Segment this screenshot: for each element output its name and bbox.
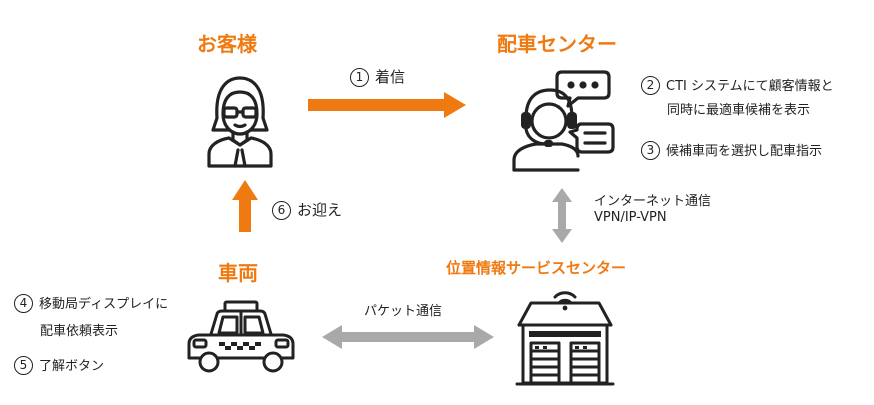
step-6-label: 6 お迎え [272,199,342,220]
data-center-building-icon [515,291,615,386]
customer-title: お客様 [197,32,257,56]
step-text-line2: 配車依頼表示 [40,324,119,339]
vehicle-title: 車両 [218,261,258,285]
step-text: 了解ボタン [39,359,105,374]
dispatch-center-title: 配車センター [497,32,617,56]
step-1-label: 1 着信 [350,66,405,87]
step-text: CTI システムにて顧客情報と [666,79,834,94]
pickup-arrow [232,180,258,232]
internet-link-label: インターネット通信 VPN/IP-VPN [594,194,711,226]
step-3-label: 3 候補車両を選択し配車指示 [641,141,822,160]
operator-headset-chat-icon [512,70,615,172]
internet-link-line2: VPN/IP-VPN [594,210,667,225]
step-text: 候補車両を選択し配車指示 [666,144,823,159]
step-number-badge: 5 [14,356,33,375]
location-service-center-title: 位置情報サービスセンター [446,259,627,277]
step-text-line2: 同時に最適車候補を表示 [667,103,811,118]
step-4-label: 4 移動局ディスプレイに 配車依頼表示 [14,294,168,340]
woman-with-glasses-icon [207,76,273,168]
step-text: お迎え [297,201,343,219]
internet-double-arrow [552,188,572,243]
internet-link-line1: インターネット通信 [594,194,712,209]
step-5-label: 5 了解ボタン [14,356,104,375]
step-2-label: 2 CTI システムにて顧客情報と 同時に最適車候補を表示 [641,76,834,119]
packet-double-arrow [322,325,494,349]
step-text: 着信 [375,68,406,86]
step-text: 移動局ディスプレイに [39,297,169,312]
step-number-badge: 3 [641,141,660,160]
taxi-icon [187,300,295,373]
packet-link-label: パケット通信 [364,304,443,319]
step-number-badge: 6 [272,201,291,220]
step-number-badge: 1 [350,68,369,87]
step-number-badge: 2 [641,76,660,95]
step-number-badge: 4 [14,294,33,313]
call-arrow [308,92,466,118]
